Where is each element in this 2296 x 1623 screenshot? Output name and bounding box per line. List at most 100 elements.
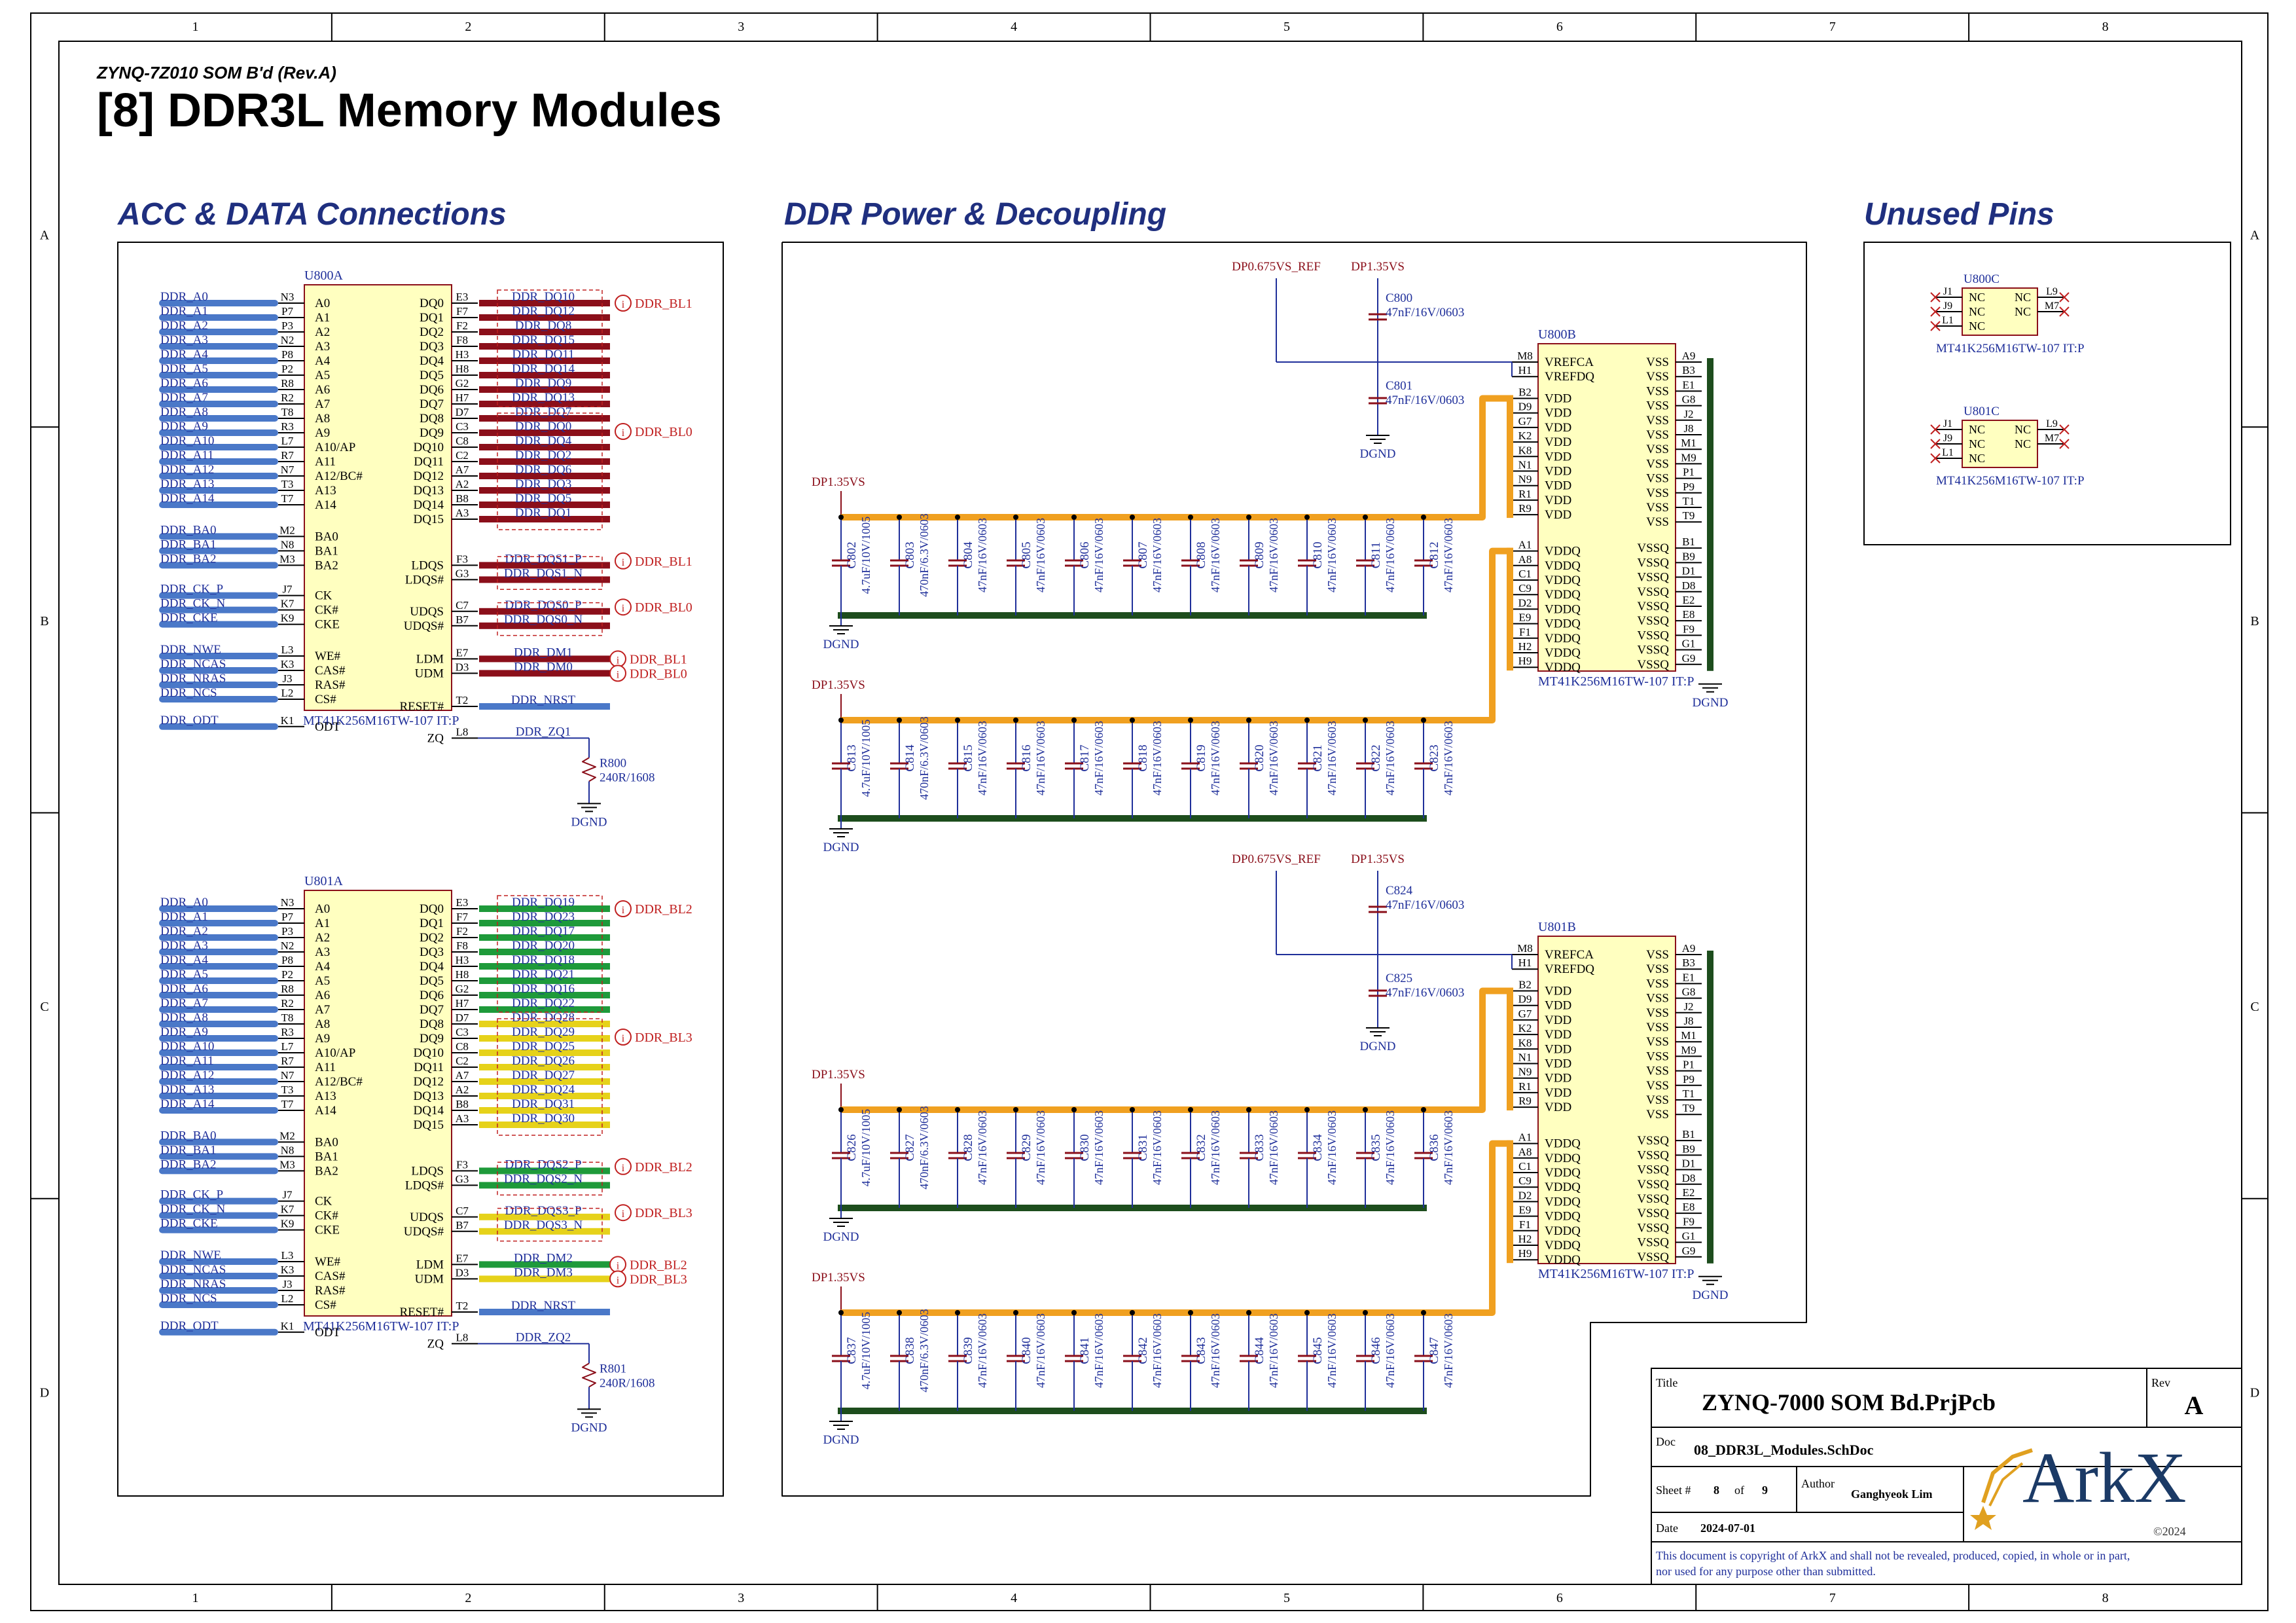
port-label: DDR_BL2	[630, 1258, 687, 1272]
pin-name: VDD	[1545, 1013, 1571, 1027]
capacitor-value: 47nF/16V/0603	[976, 1313, 989, 1388]
pin-name: DQ8	[420, 1017, 444, 1031]
capacitor-ref: C835	[1369, 1134, 1383, 1161]
net-label: DDR_DQS0_P	[505, 598, 581, 612]
pin-number: A2	[456, 478, 469, 490]
net-wire	[159, 444, 278, 450]
rev-value: A	[2185, 1391, 2204, 1420]
power-rail	[841, 395, 1510, 520]
chip-part: MT41K256M16TW-107 IT:P	[1538, 674, 1694, 689]
capacitor-value: 47nF/16V/0603	[1384, 721, 1397, 795]
pin-number: F8	[456, 334, 468, 346]
byte-lane-box	[497, 556, 603, 590]
pin-name: DQ4	[420, 960, 444, 974]
pin-name: DQ9	[420, 1032, 444, 1046]
pin-name: VSSQ	[1637, 629, 1669, 642]
section-title-acc: ACC & DATA Connections	[118, 197, 507, 232]
chip-ref: U801C	[1964, 405, 2000, 418]
of-label: of	[1734, 1484, 1744, 1497]
capacitor-ref: C836	[1427, 1134, 1441, 1161]
pin-name: VSS	[1646, 1035, 1669, 1049]
pin-number: J9	[1943, 301, 1952, 312]
pin-name: DQ12	[414, 1075, 444, 1089]
capacitor-value: 47nF/16V/0603	[976, 518, 989, 593]
capacitor-ref: C816	[1020, 744, 1033, 771]
capacitor-value: 47nF/16V/0603	[1442, 1313, 1455, 1388]
pin-name: CAS#	[315, 1269, 346, 1283]
net-label: DDR_DQ2	[515, 448, 572, 462]
pin-name: VSSQ	[1637, 614, 1669, 628]
junction	[1013, 1310, 1018, 1315]
pin-name: VSSQ	[1637, 658, 1669, 672]
pin-name: A10/AP	[315, 1046, 355, 1060]
pin-name: VDDQ	[1545, 1166, 1581, 1180]
capacitor-ref: C830	[1078, 1134, 1092, 1161]
ground-label: DGND	[1360, 1040, 1396, 1053]
pin-number: D1	[1682, 565, 1696, 577]
pin-name: VDDQ	[1545, 646, 1581, 660]
pin-name: A12/BC#	[315, 469, 363, 483]
capacitor-ref: C815	[961, 744, 975, 771]
pin-number: K2	[1518, 429, 1532, 442]
pin-number: C9	[1518, 1175, 1532, 1187]
pin-number: N9	[1518, 473, 1532, 486]
frame-col-label: 3	[738, 1591, 744, 1605]
net-wire	[159, 1287, 278, 1294]
pin-name: VDD	[1545, 392, 1571, 406]
pin-name: VDD	[1545, 999, 1571, 1013]
frame-row-label: D	[2250, 1385, 2259, 1400]
capacitor-ref: C832	[1194, 1134, 1208, 1161]
pin-name: VDDQ	[1545, 617, 1581, 631]
pin-name: LDM	[416, 1258, 444, 1271]
byte-lane-box	[497, 289, 603, 407]
pin-number: G3	[456, 1173, 469, 1185]
net-wire	[479, 905, 610, 912]
ground-label: DGND	[823, 841, 859, 854]
pin-number: G7	[1518, 415, 1532, 428]
net-wire	[479, 444, 610, 450]
pin-number: R3	[281, 420, 294, 433]
capacitor-ref: C821	[1311, 744, 1325, 771]
pin-number: M1	[1681, 437, 1696, 449]
ground-label: DGND	[823, 1230, 859, 1244]
power-net-label: DP1.35VS	[1351, 852, 1405, 866]
net-wire	[479, 1021, 610, 1027]
net-wire	[479, 934, 610, 941]
frame-col-label: 3	[738, 20, 744, 34]
pin-name: VSS	[1646, 962, 1669, 976]
capacitor-value: 47nF/16V/0603	[1267, 721, 1280, 795]
pin-name: A13	[315, 484, 336, 498]
pin-name: A7	[315, 1003, 330, 1017]
pin-number: T8	[281, 1012, 294, 1024]
net-label: DDR_DQS0_N	[504, 613, 583, 627]
junction	[1188, 1310, 1193, 1315]
net-label: DDR_DQ7	[515, 405, 572, 419]
port-label-glyph: i	[617, 669, 620, 680]
pin-number: L7	[281, 1040, 294, 1053]
net-label: DDR_BA1	[160, 538, 217, 551]
capacitor-value: 47nF/16V/0603	[1386, 898, 1464, 912]
pin-name: VDD	[1545, 450, 1571, 464]
pin-number: H8	[456, 968, 469, 981]
pin-number: R2	[281, 997, 294, 1010]
pin-number: N9	[1518, 1066, 1532, 1078]
pin-number: A1	[1518, 539, 1532, 551]
net-label: DDR_NRAS	[160, 672, 226, 685]
frame-col-label: 5	[1283, 20, 1290, 34]
pin-name: VSS	[1646, 948, 1669, 962]
pin-number: D8	[1682, 579, 1696, 592]
net-label: DDR_A9	[160, 1025, 208, 1039]
junction	[1071, 718, 1077, 723]
pin-number: E9	[1519, 1204, 1532, 1216]
net-wire	[479, 576, 610, 583]
net-wire	[479, 1049, 610, 1056]
junction	[838, 1310, 844, 1315]
pin-number: N1	[1518, 459, 1532, 471]
pin-number: R8	[281, 377, 294, 390]
capacitor-value: 47nF/16V/0603	[1267, 518, 1280, 593]
net-label: DDR_CK_P	[160, 583, 223, 596]
pin-name: VDDQ	[1545, 1137, 1581, 1151]
pin-name: VREFDQ	[1545, 370, 1594, 384]
pin-name: DQ11	[414, 455, 444, 469]
capacitor-ref: C841	[1078, 1337, 1092, 1364]
